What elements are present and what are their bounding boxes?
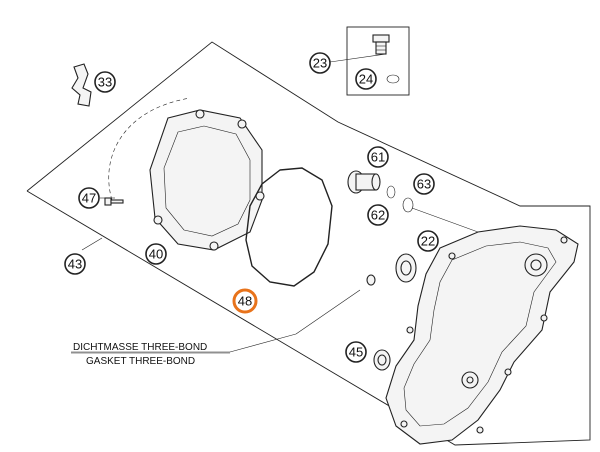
callout-label: 61 bbox=[371, 150, 385, 165]
bracket-part bbox=[71, 63, 92, 107]
small-seal-part bbox=[366, 274, 376, 286]
callout-33: 33 bbox=[94, 71, 116, 93]
bearing-part bbox=[395, 253, 417, 283]
callout-label: 48 bbox=[238, 294, 252, 309]
callout-label: 63 bbox=[417, 177, 431, 192]
callout-47: 47 bbox=[78, 187, 100, 209]
callout-62: 62 bbox=[367, 204, 389, 226]
callout-label: 22 bbox=[421, 234, 435, 249]
shaft-part bbox=[347, 170, 381, 194]
callout-24: 24 bbox=[355, 68, 377, 90]
callout-label: 43 bbox=[68, 257, 82, 272]
callout-label: 47 bbox=[82, 191, 96, 206]
callout-label: 23 bbox=[313, 56, 327, 71]
leader-lines bbox=[71, 53, 387, 353]
clutch-cover-part bbox=[149, 109, 265, 251]
assembly-boundary bbox=[26, 41, 591, 446]
ring-part bbox=[402, 197, 414, 213]
callout-22: 22 bbox=[417, 230, 439, 252]
callout-43: 43 bbox=[64, 253, 86, 275]
callout-label: 62 bbox=[371, 208, 385, 223]
callout-61: 61 bbox=[367, 146, 389, 168]
drain-plug-part bbox=[372, 34, 390, 55]
o-ring-part bbox=[386, 74, 400, 84]
callout-23: 23 bbox=[309, 52, 331, 74]
callout-63: 63 bbox=[413, 173, 435, 195]
callout-label: 40 bbox=[149, 247, 163, 262]
outer-cover-outline bbox=[108, 97, 191, 201]
engine-case-part bbox=[385, 225, 579, 445]
note-line-2: GASKET THREE-BOND bbox=[86, 356, 195, 367]
callout-40: 40 bbox=[145, 243, 167, 265]
callout-48: 48 bbox=[232, 288, 258, 314]
callout-label: 24 bbox=[359, 72, 373, 87]
seal-ring-part bbox=[373, 349, 391, 371]
callout-label: 33 bbox=[98, 75, 112, 90]
note-line-1: DICHTMASSE THREE-BOND bbox=[73, 342, 207, 353]
inset-box bbox=[346, 26, 410, 96]
callout-label: 45 bbox=[349, 345, 363, 360]
washer-part bbox=[386, 185, 396, 199]
bolt-part bbox=[104, 197, 124, 206]
callout-45: 45 bbox=[345, 341, 367, 363]
gasket-part bbox=[245, 167, 333, 287]
